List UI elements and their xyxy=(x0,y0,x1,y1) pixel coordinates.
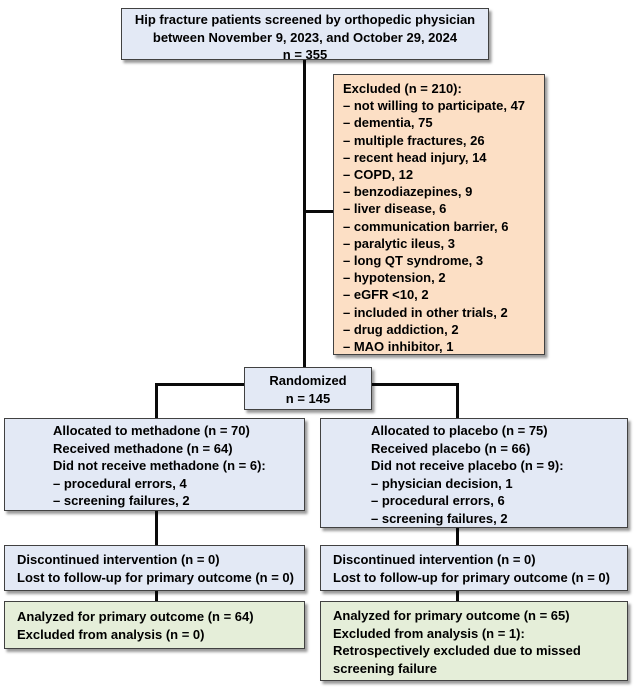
allocation-placebo-box: Allocated to placebo (n = 75) Received pl… xyxy=(320,418,628,528)
discontinued-methadone-box: Discontinued intervention (n = 0) Lost to… xyxy=(4,545,305,591)
text-line: Analyzed for primary outcome (n = 64) xyxy=(17,609,254,624)
text-line: n = 145 xyxy=(285,390,331,406)
text-line: – recent head injury, 14 xyxy=(343,149,487,165)
text-line: Did not receive placebo (n = 9): xyxy=(371,458,564,473)
connector-drop-methadone xyxy=(155,383,158,418)
text-line: Hip fracture patients screened by orthop… xyxy=(134,12,476,27)
text-line: Excluded (n = 210): xyxy=(343,81,462,96)
text-line: – liver disease, 6 xyxy=(343,201,447,217)
text-line: – communication barrier, 6 xyxy=(343,218,509,234)
text-line: – paralytic ileus, 3 xyxy=(343,235,456,251)
text-line: Analyzed for primary outcome (n = 65) xyxy=(333,608,570,623)
text-line: Discontinued intervention (n = 0) xyxy=(17,552,220,567)
text-line: Lost to follow-up for primary outcome (n… xyxy=(333,569,610,585)
connector-placebo-to-analysis xyxy=(456,591,459,601)
connector-branch-right xyxy=(371,383,459,386)
text-line: – physician decision, 1 xyxy=(371,475,513,491)
connector-drop-placebo xyxy=(456,383,459,418)
connector-placebo-to-followup xyxy=(456,528,459,545)
connector-branch-left xyxy=(155,383,245,386)
text-line: – hypotension, 2 xyxy=(343,270,446,286)
text-line: Did not receive methadone (n = 6): xyxy=(53,458,266,473)
text-line: Allocated to placebo (n = 75) xyxy=(371,423,548,438)
text-line: – screening failures, 2 xyxy=(371,510,508,526)
text-line: between November 9, 2023, and October 29… xyxy=(152,29,458,45)
text-line: Received methadone (n = 64) xyxy=(53,440,233,456)
text-line: – procedural errors, 6 xyxy=(371,493,505,508)
connector-methadone-to-followup xyxy=(155,511,158,545)
text-line: Retrospectively excluded due to missed xyxy=(333,643,581,658)
analyzed-placebo-box: Analyzed for primary outcome (n = 65) Exc… xyxy=(320,601,628,681)
text-line: – long QT syndrome, 3 xyxy=(343,253,484,269)
discontinued-placebo-box: Discontinued intervention (n = 0) Lost to… xyxy=(320,545,628,591)
text-line: Excluded from analysis (n = 0) xyxy=(17,626,205,642)
excluded-box: Excluded (n = 210): – not willing to part… xyxy=(333,74,545,355)
text-line: screening failure xyxy=(333,660,438,676)
connector-screened-to-randomized xyxy=(303,60,306,367)
text-line: Received placebo (n = 66) xyxy=(371,440,531,456)
text-line: – not willing to participate, 47 xyxy=(343,98,526,114)
text-line: Randomized xyxy=(269,373,347,388)
text-line: – drug addiction, 2 xyxy=(343,321,459,337)
text-line: – screening failures, 2 xyxy=(53,493,190,508)
text-line: – included in other trials, 2 xyxy=(343,304,508,320)
connector-methadone-to-analysis xyxy=(155,591,158,601)
analyzed-methadone-box: Analyzed for primary outcome (n = 64) Exc… xyxy=(4,601,305,649)
text-line: n = 355 xyxy=(282,47,328,62)
text-line: Discontinued intervention (n = 0) xyxy=(333,552,536,567)
randomized-box: Randomized n = 145 xyxy=(244,367,372,410)
text-line: – dementia, 75 xyxy=(343,115,433,131)
text-line: – eGFR <10, 2 xyxy=(343,287,429,303)
text-line: – procedural errors, 4 xyxy=(53,475,187,491)
text-line: – COPD, 12 xyxy=(343,167,414,183)
text-line: – MAO inhibitor, 1 xyxy=(343,339,454,355)
text-line: Lost to follow-up for primary outcome (n… xyxy=(17,569,294,585)
allocation-methadone-box: Allocated to methadone (n = 70) Received … xyxy=(4,418,305,511)
text-line: – multiple fractures, 26 xyxy=(343,132,485,148)
screened-box: Hip fracture patients screened by orthop… xyxy=(121,8,489,62)
text-line: Excluded from analysis (n = 1): xyxy=(333,625,525,641)
connector-to-excluded xyxy=(304,210,333,213)
text-line: – benzodiazepines, 9 xyxy=(343,184,473,200)
text-line: Allocated to methadone (n = 70) xyxy=(53,423,250,438)
